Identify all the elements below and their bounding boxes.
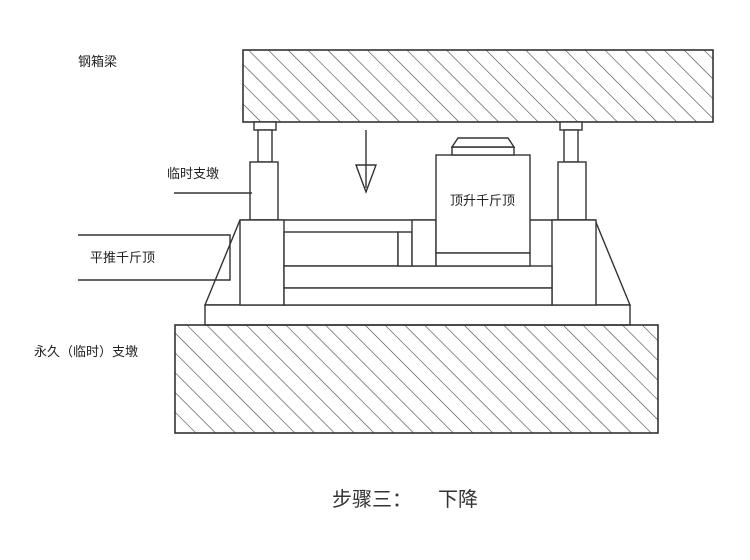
label-steel-box-girder: 钢箱梁 [78,54,117,70]
horizontal-jack-leader [78,234,231,281]
base-plate [204,304,631,326]
right-pier-block [551,219,597,306]
label-jacking-jack: 顶升千斤顶 [450,194,515,209]
label-temporary-pier: 临时支墩 [167,167,219,182]
left-pier-block [239,219,285,306]
jacking-jack [435,137,531,267]
horizontal-jack-track [283,219,553,306]
permanent-pier [174,324,659,434]
down-arrow-icon [354,130,378,195]
left-temporary-pier [249,121,279,221]
right-temporary-pier [557,121,587,221]
steel-box-girder [242,49,714,123]
label-horizontal-jack: 平推千斤顶 [90,251,155,266]
label-permanent-pier: 永久（临时）支墩 [34,345,138,360]
caption-step: 步骤三： [332,487,412,511]
caption-action: 下降 [438,487,478,511]
